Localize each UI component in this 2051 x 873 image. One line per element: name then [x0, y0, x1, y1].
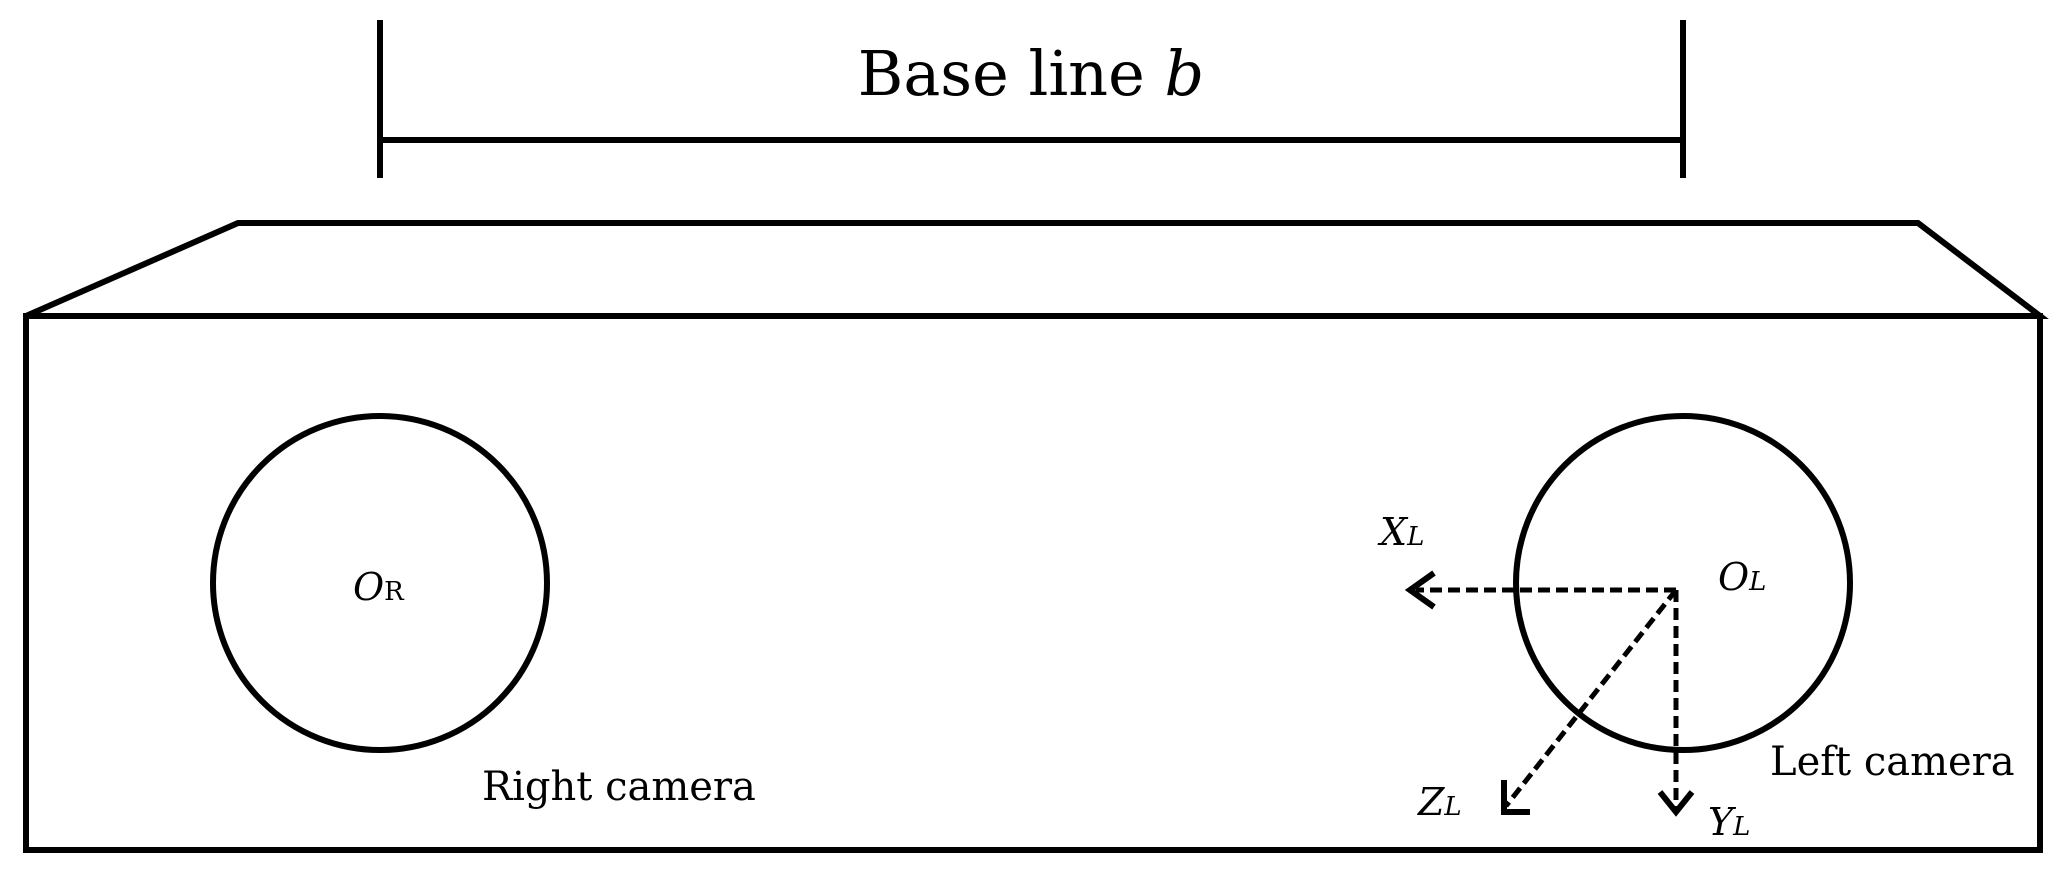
- z-axis-label: ZL: [1417, 780, 1462, 824]
- left-camera-lens: [1513, 413, 1853, 753]
- coordinate-axes: [1404, 570, 1695, 817]
- right-camera-label: Right camera: [482, 764, 756, 810]
- left-camera-center-label: OL: [1718, 555, 1766, 599]
- camera-body: [23, 220, 2049, 853]
- camera-body-front-face: [23, 313, 2043, 853]
- left-camera-label: Left camera: [1770, 739, 2015, 785]
- camera-body-top-face: [24, 220, 2049, 319]
- right-camera-center-label: OR: [353, 565, 405, 609]
- y-axis-label: YL: [1708, 800, 1750, 844]
- z-axis-arrowhead: [1501, 780, 1530, 815]
- baseline-label: Base line b: [858, 37, 1204, 110]
- right-camera-lens: [210, 413, 550, 753]
- x-axis-label: XL: [1377, 510, 1424, 554]
- baseline-dimension: [377, 20, 1686, 178]
- z-axis-line: [1504, 588, 1678, 808]
- x-axis-arrowhead: [1404, 570, 1436, 610]
- y-axis-arrowhead: [1657, 790, 1695, 817]
